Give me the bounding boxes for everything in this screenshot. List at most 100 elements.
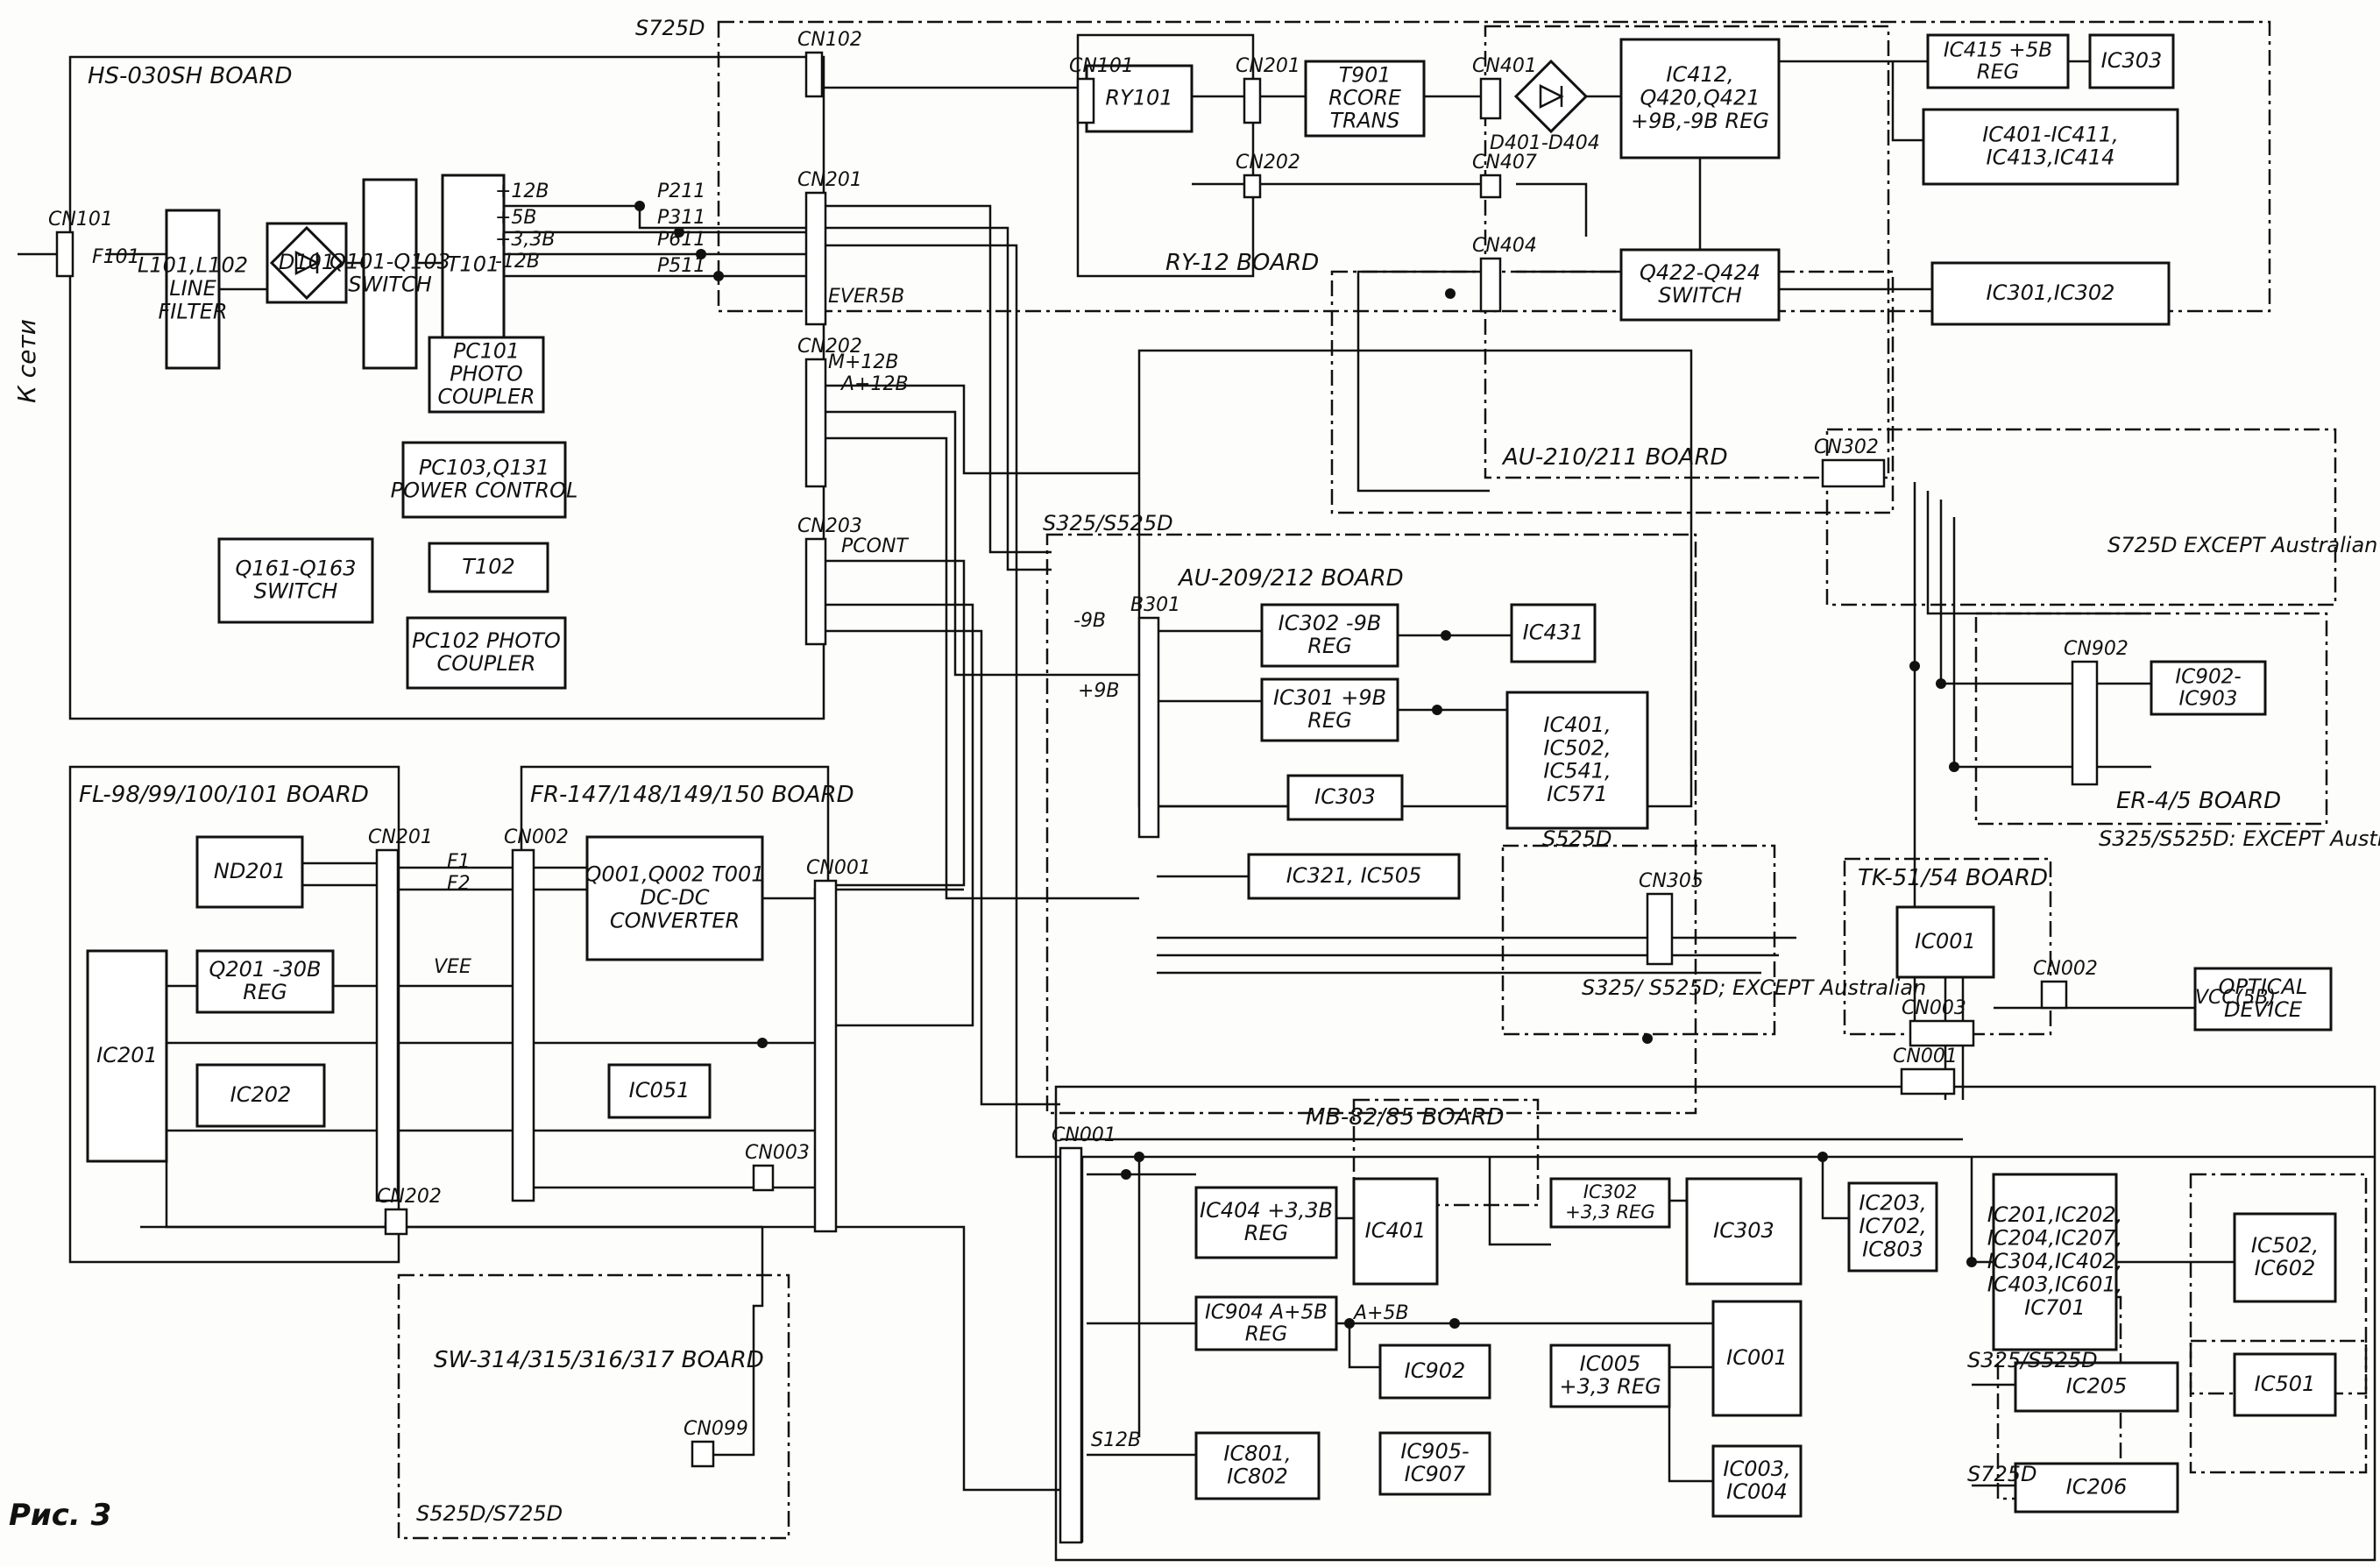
net-label: P611	[657, 229, 705, 251]
net-label: VCC(5В)	[2195, 987, 2276, 1009]
wire	[824, 244, 1060, 1159]
block-label: IC502,IC602	[2251, 1233, 2319, 1280]
connector-label: CN101	[48, 209, 113, 230]
diode-symbol-icon	[294, 250, 320, 276]
connector-cn003	[752, 1164, 775, 1192]
wire	[1516, 182, 1588, 237]
net-label: A+12В	[839, 373, 909, 395]
block-label: IC203,IC702,IC803	[1859, 1191, 1926, 1262]
block-ic401-ic411-ic413-ic414	[1922, 108, 2179, 186]
junction-dot	[634, 201, 645, 211]
junction-dot	[1121, 1169, 1131, 1180]
diode-bridge-icon	[1513, 59, 1589, 134]
connector-label: CN202	[1236, 152, 1300, 174]
region-note: S725D EXCEPT Australian	[2107, 533, 2377, 557]
block-ic501	[2233, 1352, 2337, 1417]
block-pc101-photo-coupler	[428, 336, 545, 414]
board-label: RY-12 BOARD	[1165, 250, 1319, 276]
block-ic412-q420-q421-9в-9в-reg	[1619, 38, 1781, 160]
option-region	[1501, 844, 1776, 1036]
connector-pins	[55, 51, 2099, 1544]
block-q161-q163-switch	[217, 537, 374, 624]
junction-dot	[1949, 762, 1959, 772]
block-label: T102	[462, 555, 514, 579]
block-label: IC401	[1365, 1218, 1427, 1243]
connector-cn001	[1900, 1067, 1956, 1095]
block-q201-30в-reg	[195, 949, 335, 1014]
option-region	[1352, 1098, 1540, 1207]
connector-label: CN902	[2064, 638, 2129, 660]
connector-cn101	[1076, 77, 1095, 124]
block-t101	[441, 174, 506, 357]
block-q101-q103-switch	[362, 178, 418, 370]
net-label: S12В	[1091, 1429, 1141, 1451]
block-t102	[428, 542, 549, 593]
block-ic203-ic702-ic803	[1847, 1181, 1938, 1273]
connector-label: CN002	[2033, 958, 2098, 980]
connector-label: CN305	[1639, 870, 1704, 892]
block-label: IC801,IC802	[1223, 1441, 1291, 1488]
block-pc103-q131-power-control	[401, 441, 567, 519]
wire	[824, 559, 966, 887]
block-ic401	[1352, 1177, 1439, 1286]
connector-cn202	[1243, 174, 1262, 199]
block-ic502-ic602	[2233, 1212, 2337, 1303]
block-ic303	[1685, 1177, 1803, 1286]
block-pc102-photo-coupler	[406, 616, 567, 690]
region-note: S325/S525D	[1043, 511, 1173, 535]
wire	[1356, 270, 1490, 493]
wire	[1348, 1323, 1380, 1369]
wire	[824, 410, 1139, 677]
block-label: IC321, IC505	[1286, 863, 1422, 888]
connector-b301	[1137, 616, 1160, 839]
junction-dot	[757, 1038, 768, 1048]
board-label: AU-209/212 BOARD	[1177, 565, 1404, 592]
net-label: EVER5В	[828, 286, 904, 308]
region-note: S325/ S525D; EXCEPT Australian	[1582, 975, 1926, 1000]
region-note: S525D	[1542, 826, 1612, 851]
wire	[824, 384, 1139, 475]
wire	[824, 436, 1139, 900]
connector-cn099	[691, 1440, 715, 1468]
option-region	[1045, 533, 1697, 1115]
board-label: FR-147/148/149/150 BOARD	[530, 782, 854, 808]
junction-dot	[1449, 1318, 1460, 1329]
junction-dot	[1909, 661, 1920, 671]
connector-cn003	[1909, 1019, 1975, 1047]
net-label: +9В	[1078, 680, 1120, 702]
block-optical-device	[2193, 967, 2333, 1032]
net-label: D401-D404	[1490, 132, 1600, 154]
block-ic202	[195, 1063, 326, 1128]
block-label: IC401-IC411,IC413,IC414	[1982, 122, 2119, 169]
junction-dot	[674, 227, 684, 238]
connector-label: CN202	[377, 1186, 442, 1208]
net-label: P211	[657, 181, 705, 202]
block-label: IC401,IC502,IC541,IC571	[1543, 713, 1611, 806]
junction-dot	[1642, 1033, 1653, 1044]
block-ic431	[1510, 603, 1597, 663]
block-label: IC902-IC903	[2175, 665, 2241, 710]
board-outline-sw-314-315-316-317-board	[397, 1273, 790, 1540]
board-outline-au-210-211-board	[1484, 25, 1890, 479]
block-label: IC206	[2066, 1475, 2128, 1500]
block-q422-q424-switch	[1619, 248, 1781, 322]
net-label: F1	[447, 851, 471, 873]
connector-cn002	[511, 848, 535, 1202]
figure-label: Рис. 3	[9, 1498, 111, 1533]
connector-label: CN201	[1236, 55, 1300, 77]
connector-cn001	[1059, 1146, 1083, 1544]
wire	[824, 226, 1052, 571]
